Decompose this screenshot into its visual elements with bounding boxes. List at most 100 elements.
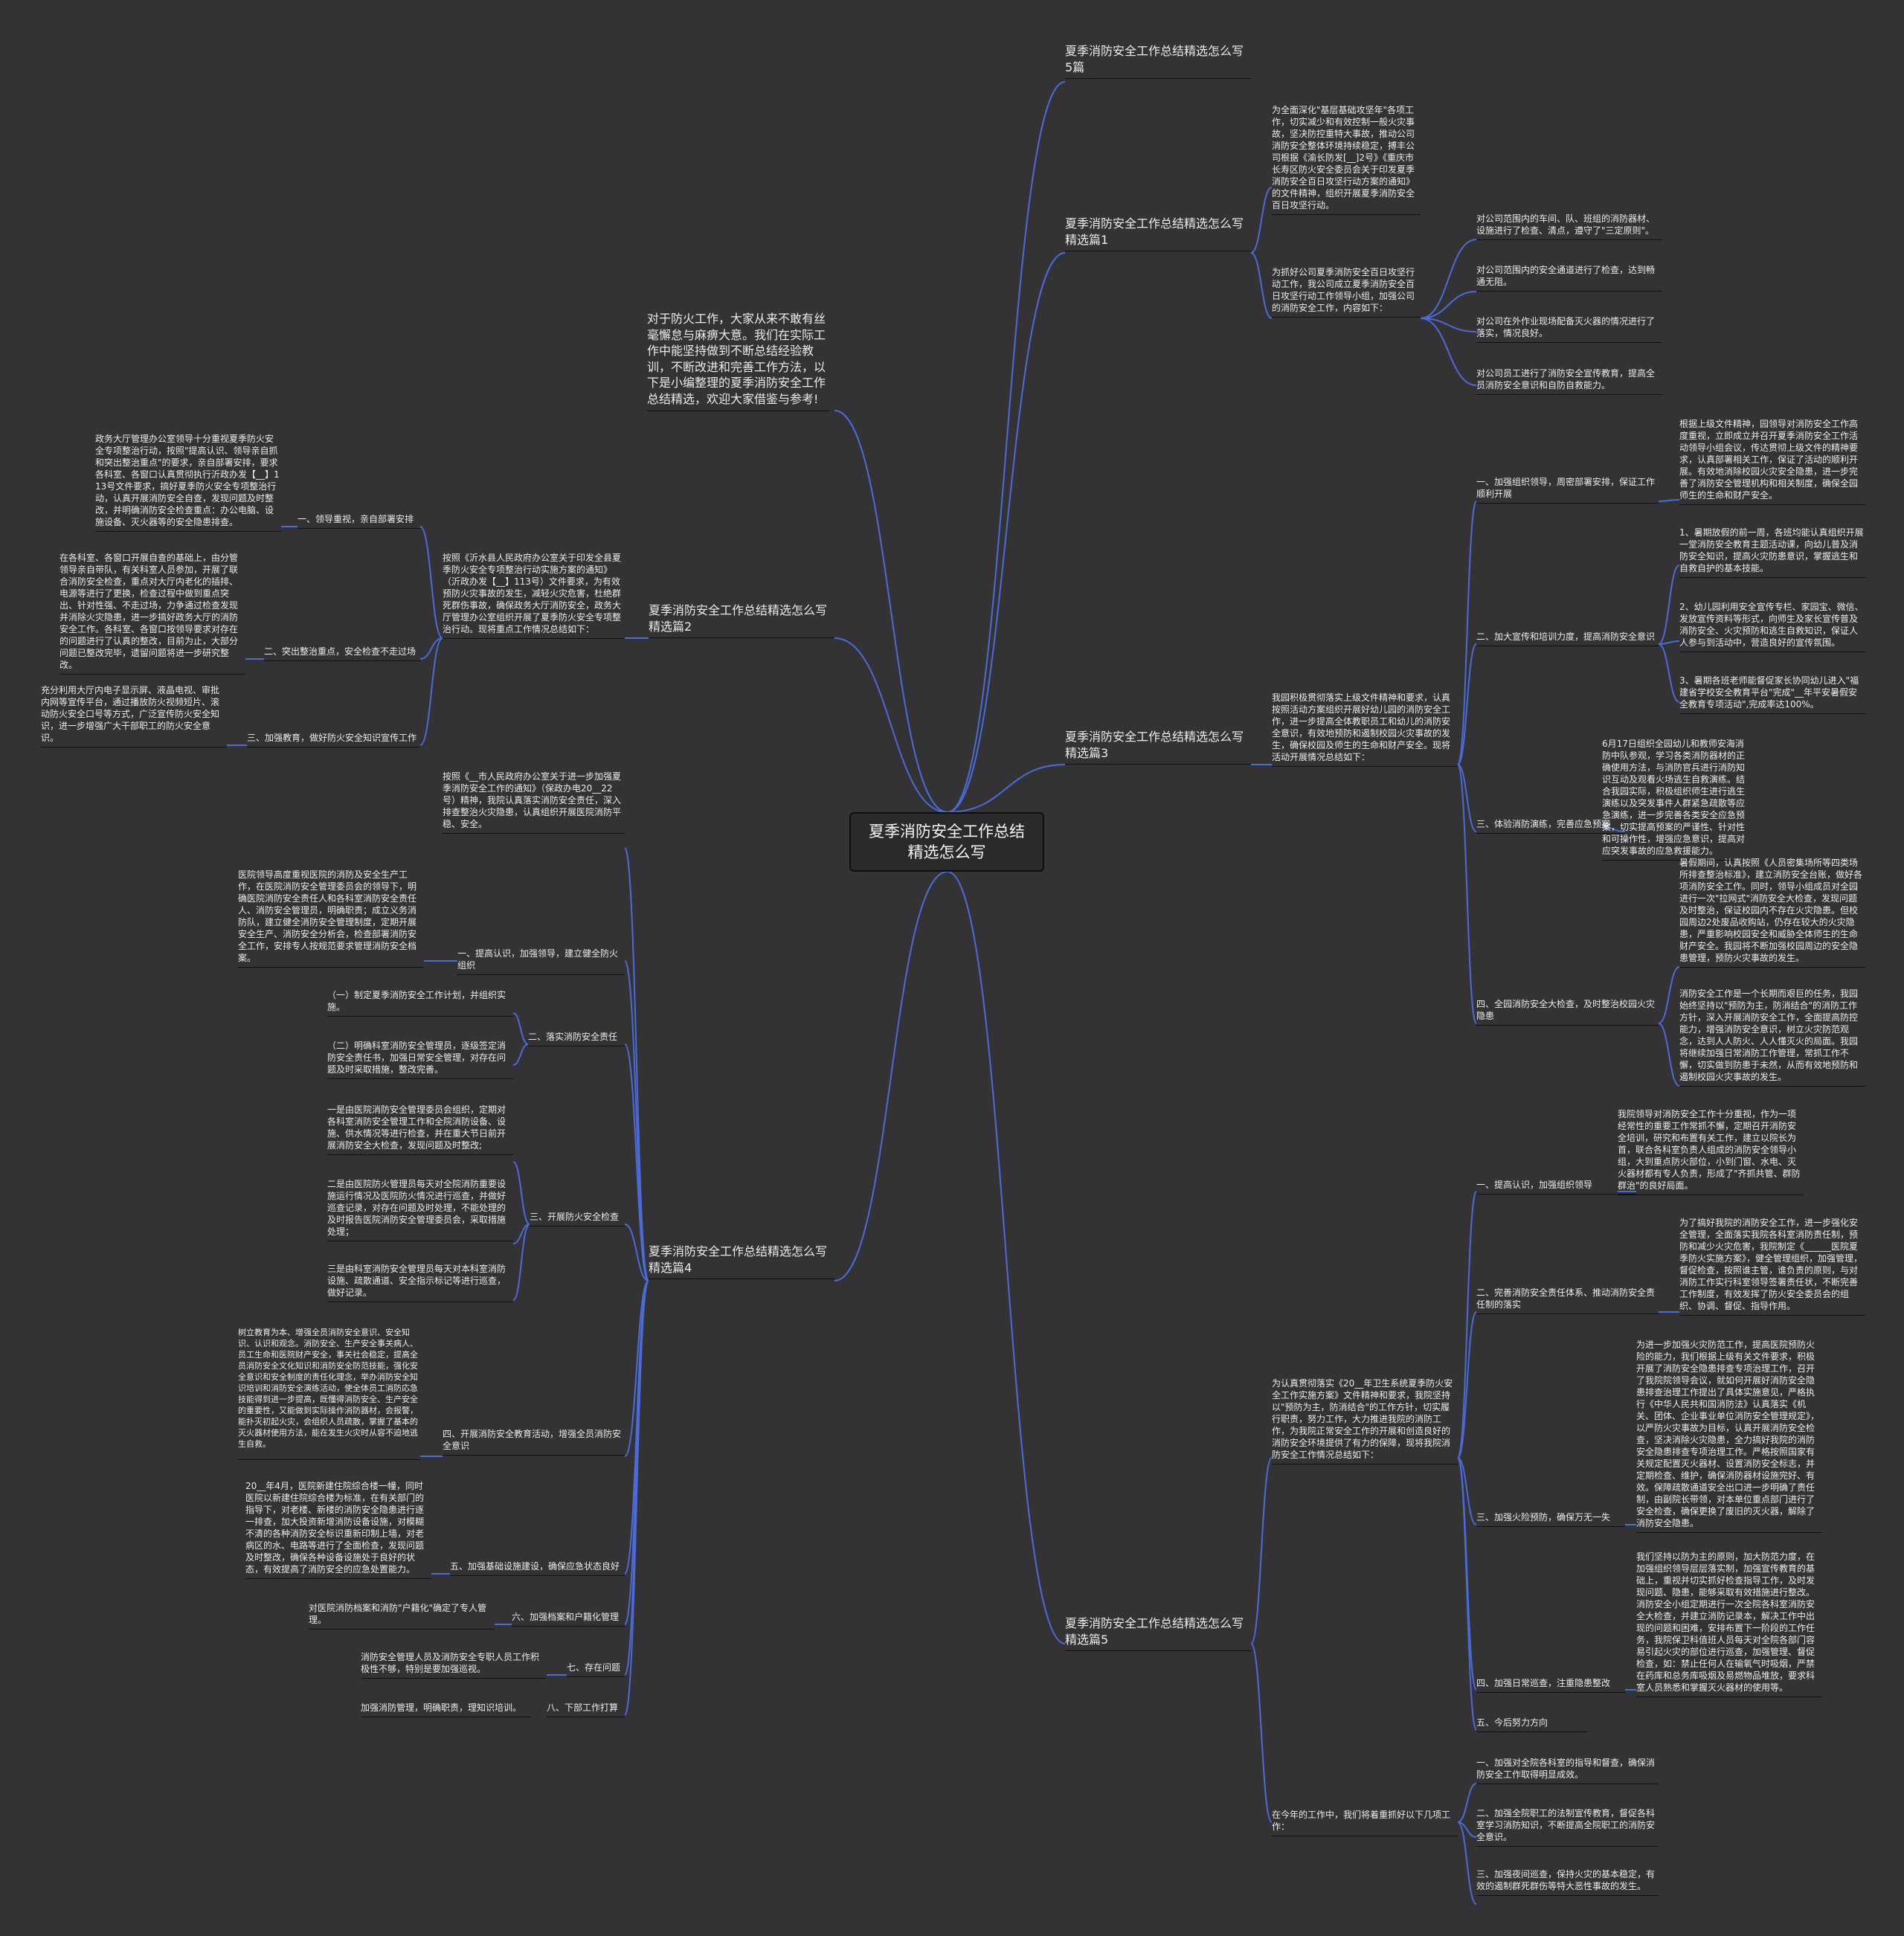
connector-curve [1658,1023,1680,1087]
connector-curve [624,960,649,1281]
branch-title-1[interactable]: 夏季消防安全工作总结精选怎么写精选篇1 [1065,216,1251,252]
b5-section-3-item[interactable]: 为进一步加强火灾防范工作，提高医院预防火险的能力，我们根据上级有关文件要求，积极… [1636,1339,1822,1533]
b2-section-1-text[interactable]: 政务大厅管理办公室领导十分重视夏季防火安全专项整治行动，按照"提高认识、领导亲自… [95,433,281,532]
b3-section-label-3[interactable]: 三、体验消防演练，完善应急预案 [1476,818,1625,834]
b3-intro[interactable]: 我园积极贯彻落实上级文件精神和要求，认真按照活动方案组织开展好幼儿园的消防安全工… [1272,692,1458,767]
connector-curve [1457,643,1477,765]
connector-curve [1250,1643,1273,1823]
branch-title-3[interactable]: 夏季消防安全工作总结精选怎么写精选篇3 [1065,729,1251,765]
b4-section-6-item[interactable]: 对医院消防档案和消防"户籍化"确定了专人管理。 [309,1602,495,1630]
b4-section-label-5[interactable]: 五、加强基础设施建设，确保应急状态良好 [450,1560,625,1576]
b4-section-label-2[interactable]: 二、落实消防安全责任 [528,1031,625,1046]
b4-section-label-1[interactable]: 一、提高认识，加强领导，建立健全防火组织 [457,948,625,975]
intro-text[interactable]: 对于防火工作，大家从来不敢有丝毫懈怠与麻痹大意。我们在实际工作中能坚持做到不断总… [647,311,829,411]
b5-section-4-item[interactable]: 我们坚持以防为主的原则，加大防范力度，在加强组织领导层层落实制，加强宣传教育的基… [1636,1551,1822,1697]
b5-section-2-item[interactable]: 为了搞好我院的消防安全工作，进一步强化安全管理，全面落实我院各科室消防责任制，预… [1679,1217,1865,1316]
b2-section-label-3[interactable]: 三、加强教育，做好防火安全知识宣传工作 [247,732,420,747]
b2-section-3-text[interactable]: 充分利用大厅内电子显示屏、液晶电视、审批内网等宣传平台，通过播放防火视频短片、滚… [41,684,227,747]
connector-curve [1658,499,1680,502]
connector-curve [1658,640,1680,645]
b4-section-2-item[interactable]: （二）明确科室消防安全管理员，逐级签定消防安全责任书，加强日常安全管理，对存在问… [327,1040,513,1079]
b3-section-2-item[interactable]: 1、暑期放假的前一周，各班均能认真组织开展一堂消防安全教育主题活动课，向幼儿普及… [1679,527,1865,578]
b3-section-4-item[interactable]: 暑假期间，认真按照《人员密集场所等四类场所排查整治标准》，建立消防安全台账，做好… [1679,857,1865,968]
b4-intro[interactable]: 按照《__市人民政府办公室关于进一步加强夏季消防安全工作的通知》（保政办电20_… [443,771,625,834]
b2-section-label-2[interactable]: 二、突出整治重点，安全检查不走过场 [264,646,420,661]
b4-section-1-item[interactable]: 医院领导高度重视医院的消防及安全生产工作，在医院消防安全管理委员会的领导下，明确… [238,869,424,968]
b3-section-4-item[interactable]: 消防安全工作是一个长期而艰巨的任务，我园始终坚持以"预防为主，防消结合"的消防工… [1679,988,1865,1087]
b1-paragraph-2[interactable]: 为抓好公司夏季消防安全百日攻坚行动工作，我公司成立夏季消防安全百日攻坚行动工作领… [1272,266,1421,318]
b1-item[interactable]: 对公司范围内的车间、队、班组的消防器材、设施进行了检查、清点，遵守了"三定原则"… [1476,213,1662,240]
b2-section-label-1[interactable]: 一、领导重视，亲自部署安排 [298,513,420,529]
connector-curve [1250,252,1273,319]
b5-plan-item[interactable]: 三、加强夜间巡查，保持火灾的基本稳定，有效的遏制群死群伤等特大恶性事故的发生。 [1476,1868,1659,1896]
b2-intro[interactable]: 按照《沂水县人民政府办公室关于印发全县夏季防火安全专项整治行动实施方案的通知》（… [443,552,625,639]
connector-curve [1420,318,1477,332]
b4-section-label-8[interactable]: 八、下部工作打算 [547,1702,625,1717]
b1-item[interactable]: 对公司员工进行了消防安全宣传教育，提高全员消防安全意识和自防自救能力。 [1476,367,1662,395]
connector-curve [1658,966,1680,1024]
b1-item[interactable]: 对公司范围内的安全通道进行了检查，达到畅通无阻。 [1476,264,1662,292]
connector-curve [1250,187,1273,254]
b4-section-label-6[interactable]: 六、加强档案和户籍化管理 [512,1611,625,1627]
b4-section-7-item[interactable]: 消防安全管理人员及消防安全专职人员工作积极性不够，特别是要加强巡视。 [361,1651,547,1679]
b5-section-label-3[interactable]: 三、加强火险预防，确保万无一失 [1476,1511,1625,1527]
branch-title-5pian[interactable]: 夏季消防安全工作总结精选怎么写5篇 [1065,43,1251,80]
connector-curve [624,847,649,1281]
connector-curve [624,1043,649,1281]
b4-section-3-item[interactable]: 二是由医院防火管理员每天对全院消防重要设施运行情况及医院防火情况进行巡查，并做好… [327,1178,513,1241]
b4-section-4-item[interactable]: 树立教育为本、增强全员消防安全意识、安全知识、认识和观念。消防安全、生产安全事关… [238,1327,420,1460]
connector-curve [834,637,948,813]
connector-curve [834,871,948,1281]
connector-curve [947,871,1066,1644]
connector-curve [1250,1457,1273,1644]
connector-curve [419,637,443,746]
b5-section-label-5[interactable]: 五、今后努力方向 [1476,1717,1588,1732]
connector-curve [1457,1457,1477,1525]
b5-section-label-1[interactable]: 一、提高认识，加强组织领导 [1476,1179,1636,1194]
b3-section-label-4[interactable]: 四、全园消防安全大检查，及时整治校园火灾隐患 [1476,998,1659,1026]
connector-curve [1457,1821,1477,1905]
b4-section-label-7[interactable]: 七、存在问题 [567,1662,625,1677]
connector-curve [1457,1783,1477,1823]
b3-section-1-item[interactable]: 根据上级文件精神，园领导对消防安全工作高度重视，立即成立并召开夏季消防安全工作活… [1679,418,1865,505]
b3-section-2-item[interactable]: 3、暑期各班老师能督促家长协同幼儿进入"福建省学校安全教育平台"完成"__年平安… [1679,675,1865,714]
b5-intro[interactable]: 为认真贯彻落实《20__年卫生系统夏季防火安全工作实施方案》文件精神和要求，我院… [1272,1377,1458,1464]
connector-curve [1420,239,1477,319]
b3-section-2-item[interactable]: 2、幼儿园利用安全宣传专栏、家园宝、微信、发放宣传资料等形式，向师生及家长宣传普… [1679,601,1865,652]
b4-section-3-item[interactable]: 一是由医院消防安全管理委员会组织，定期对各科室消防安全管理工作和全院消防设备、设… [327,1104,513,1155]
b4-section-2-item[interactable]: （一）制定夏季消防安全工作计划，并组织实施。 [327,989,513,1017]
b5-plan-item[interactable]: 一、加强对全院各科室的指导和督查，确保消防安全工作取得明显成效。 [1476,1757,1659,1784]
b4-section-label-3[interactable]: 三、开展防火安全检查 [530,1211,625,1226]
connector-curve [947,764,1066,813]
root-topic[interactable]: 夏季消防安全工作总结精选怎么写 [849,812,1044,872]
connector-curve [624,1280,649,1457]
b1-paragraph-1[interactable]: 为全面深化"基层基础攻坚年"各项工作，切实减少和有效控制一般火灾事故，坚决防控重… [1272,104,1421,215]
connector-curve [624,1280,649,1575]
connector-curve [512,1043,529,1066]
connector-curve [624,1223,649,1281]
b3-section-label-2[interactable]: 二、加大宣传和培训力度，提高消防安全意识 [1476,631,1659,646]
branch-title-5[interactable]: 夏季消防安全工作总结精选怎么写精选篇5 [1065,1615,1251,1652]
connector-curve [1420,318,1477,386]
connector-curve [1457,764,1477,832]
b3-section-label-1[interactable]: 一、加强组织领导，周密部署安排，保证工作顺利开展 [1476,476,1659,504]
b4-section-5-item[interactable]: 20__年4月，医院新建住院综合楼一幢，同时医院以新建住院综合楼为标准，在有关部… [245,1480,431,1579]
connector-curve [512,1012,529,1045]
b4-section-label-4[interactable]: 四、开展消防安全教育活动，增强全员消防安全意识 [443,1428,625,1456]
connector-curve [1457,764,1477,1024]
branch-title-2[interactable]: 夏季消防安全工作总结精选怎么写精选篇2 [649,602,834,639]
b4-section-3-item[interactable]: 三是由科室消防安全管理员每天对本科室消防设施、疏散通道、安全指示标记等进行巡查，… [327,1263,513,1302]
connector-curve [419,637,443,660]
b5-plan-intro[interactable]: 在今年的工作中，我们将着重抓好以下几项工作： [1272,1809,1458,1836]
b5-plan-item[interactable]: 二、加强全院职工的法制宣传教育，督促各科室学习消防知识，不断提高全院职工的消防安… [1476,1807,1659,1847]
b4-section-8-item[interactable]: 加强消防管理，明确职责，理知识培训。 [361,1702,532,1717]
b2-section-2-text[interactable]: 在各科室、各窗口开展自查的基础上，由分管领导亲自带队，有关科室人员参加，开展了联… [60,552,245,675]
b1-item[interactable]: 对公司在外作业现场配备灭火器的情况进行了落实，情况良好。 [1476,315,1662,343]
b3-section-3-item[interactable]: 6月17日组织全园幼儿和教师安海消防中队参观，学习各类消防器材的正确使用方法，与… [1602,738,1751,861]
b5-section-label-2[interactable]: 二、完善消防安全责任体系、推动消防安全责任制的落实 [1476,1287,1659,1314]
b5-section-1-item[interactable]: 我院领导对消防安全工作十分重视，作为一项经常性的重要工作常抓不懈，定期召开消防安… [1618,1108,1804,1195]
connector-curve [1457,501,1477,765]
b5-section-label-4[interactable]: 四、加强日常巡查，注重隐患整改 [1476,1677,1625,1693]
branch-title-4[interactable]: 夏季消防安全工作总结精选怎么写精选篇4 [649,1244,834,1280]
